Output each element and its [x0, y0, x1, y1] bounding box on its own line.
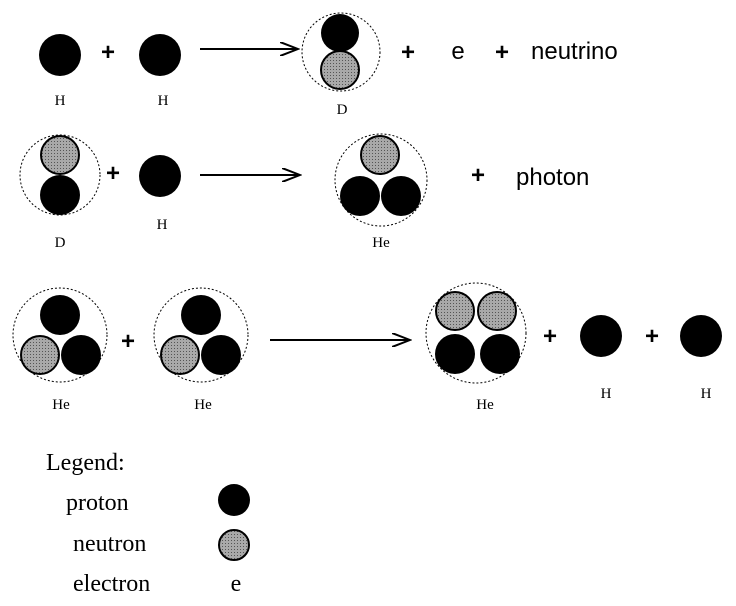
reactant-1-label: D: [55, 235, 66, 251]
plus-sign: +: [106, 160, 120, 187]
nucleus-boundary: [301, 12, 381, 92]
proton-particle: [340, 176, 380, 216]
product-label: He: [372, 235, 390, 251]
reaction-2: D + H He + photon: [19, 133, 589, 251]
plus-sign: +: [495, 39, 509, 66]
plus-sign: +: [543, 323, 557, 350]
photon-label: photon: [516, 164, 589, 191]
byproduct-1-label: H: [601, 386, 612, 402]
legend-proton-swatch: [218, 484, 250, 516]
proton-particle: [39, 34, 81, 76]
neutron-particle: [40, 135, 80, 175]
reactant-2-label: H: [158, 93, 169, 109]
plus-sign: +: [101, 39, 115, 66]
deuterium-nucleus: [19, 134, 101, 216]
proton-particle: [139, 155, 181, 197]
neutron-particle: [160, 335, 200, 375]
proton-particle: [381, 176, 421, 216]
legend-proton-label: proton: [66, 490, 129, 516]
proton-particle: [680, 315, 722, 357]
plus-sign: +: [401, 39, 415, 66]
neutron-particle: [320, 50, 360, 90]
neutron-particle: [477, 291, 517, 331]
proton-particle: [40, 175, 80, 215]
reaction-1: H + H D + e + neutrino: [39, 12, 618, 118]
legend-electron-symbol: e: [231, 571, 242, 597]
proton-particle: [580, 315, 622, 357]
proton-particle: [321, 14, 359, 52]
nucleus-boundary: [334, 133, 428, 227]
electron-symbol: e: [451, 38, 464, 65]
proton-particle: [40, 295, 80, 335]
neutron-particle: [20, 335, 60, 375]
proton-particle: [435, 334, 475, 374]
reactant-2-label: H: [157, 217, 168, 233]
plus-sign: +: [121, 328, 135, 355]
neutron-particle: [360, 135, 400, 175]
proton-particle: [139, 34, 181, 76]
plus-sign: +: [645, 323, 659, 350]
proton-particle: [181, 295, 221, 335]
helium-3-nucleus: [12, 287, 108, 383]
helium-3-nucleus: [334, 133, 428, 227]
neutrino-label: neutrino: [531, 38, 618, 65]
product-label: He: [476, 397, 494, 413]
deuterium-nucleus: [301, 12, 381, 92]
legend-neutron-swatch: [218, 529, 250, 561]
neutron-particle: [435, 291, 475, 331]
helium-4-nucleus: [425, 282, 527, 384]
nucleus-boundary: [153, 287, 249, 383]
byproduct-2-label: H: [701, 386, 712, 402]
reactant-2-label: He: [194, 397, 212, 413]
legend-neutron-label: neutron: [73, 531, 146, 557]
legend-title: Legend:: [46, 450, 125, 476]
legend-electron-label: electron: [73, 571, 150, 597]
legend: Legend: proton neutron electron e: [46, 450, 250, 597]
nucleus-boundary: [12, 287, 108, 383]
proton-particle: [201, 335, 241, 375]
proton-particle: [480, 334, 520, 374]
reaction-3: He + He He + H + H: [12, 282, 722, 413]
reactant-1-label: He: [52, 397, 70, 413]
helium-3-nucleus: [153, 287, 249, 383]
proton-particle: [61, 335, 101, 375]
product-label: D: [337, 102, 348, 118]
nucleus-boundary: [425, 282, 527, 384]
reactant-1-label: H: [55, 93, 66, 109]
plus-sign: +: [471, 162, 485, 189]
